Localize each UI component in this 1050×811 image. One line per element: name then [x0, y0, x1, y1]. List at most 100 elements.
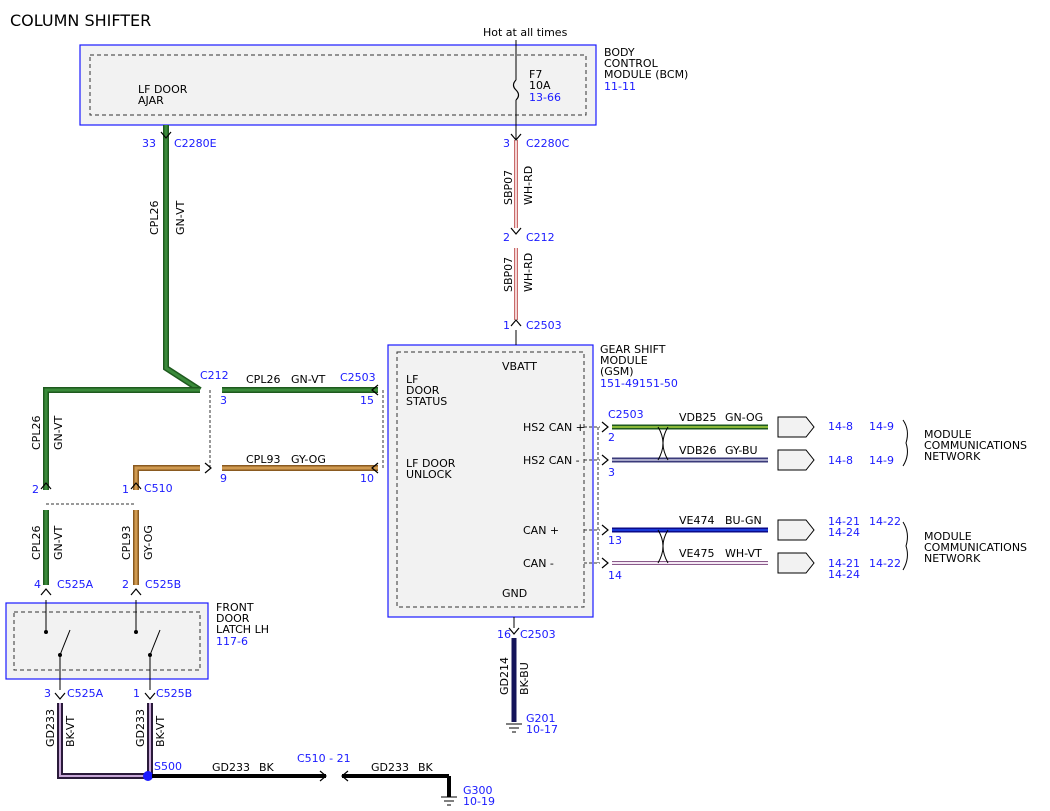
arrow-p3c-down — [54, 692, 66, 700]
arrow-p2d — [601, 421, 609, 433]
gsm-lf-door-unlock-1: LF DOOR — [406, 457, 456, 470]
network-label-1b: COMMUNICATIONS — [924, 439, 1027, 452]
wire-ve474-label: VE474 — [679, 514, 714, 527]
arrow-c212-b — [510, 227, 522, 235]
wire-gybu-label: GY-BU — [725, 444, 758, 457]
wire-gnog-label: GN-OG — [725, 411, 763, 424]
wire-cpl93-label-1: CPL93 — [246, 453, 280, 466]
conn-c525a-1: C525A — [57, 578, 94, 591]
arrow-c510-21b — [341, 770, 349, 782]
arrow-p15 — [371, 384, 379, 396]
network-label-1a: MODULE — [924, 428, 972, 441]
pin-1-c2503: 1 — [503, 319, 510, 332]
latch-box — [5, 602, 209, 680]
ref-14-9-a: 14-9 — [869, 420, 894, 433]
ref-14-24-b: 14-24 — [828, 568, 860, 581]
wire-cpl26-label-4: CPL26 — [30, 526, 43, 560]
conn-c2503-b: C2503 — [526, 319, 562, 332]
wire-vdb26-label: VDB26 — [679, 444, 717, 457]
arrow-p2c-up — [130, 588, 142, 596]
pin-9: 9 — [220, 472, 227, 485]
ref-14-21-b: 14-21 — [828, 557, 860, 570]
wire-cpl26-upper-outline — [163, 125, 202, 393]
arrow-p4-up — [40, 588, 52, 596]
conn-c510: C510 — [144, 482, 173, 495]
gsm-hs2-can-minus: HS2 CAN - — [523, 454, 580, 467]
conn-c2280e: C2280E — [174, 137, 217, 150]
wire-vdb25-label: VDB25 — [679, 411, 717, 424]
gsm-hs2-can-plus: HS2 CAN + — [523, 421, 585, 434]
wire-gnvt-label-2: GN-VT — [291, 373, 326, 386]
wire-bk-label-2: BK — [418, 761, 434, 774]
wire-gd233-label-3: GD233 — [212, 761, 250, 774]
conn-c2503-a: C2503 — [340, 371, 376, 384]
conn-c2503-c: C2503 — [608, 408, 644, 421]
ground-g300-label: G300 — [463, 784, 493, 797]
fuse-ref: 13-66 — [529, 91, 561, 104]
pin-3-hs2: 3 — [608, 466, 615, 479]
hs2-plus-arrow — [777, 416, 815, 438]
wire-whrd-label-2: WH-RD — [522, 253, 535, 292]
conn-c510-21: C510 - 21 — [297, 752, 351, 765]
conn-c2280c: C2280C — [526, 137, 570, 150]
wire-bugn-label: BU-GN — [725, 514, 762, 527]
latch-name-1: FRONT — [216, 601, 254, 614]
wire-gyog-label-2: GY-OG — [142, 525, 155, 560]
gsm-gnd: GND — [502, 587, 527, 600]
conn-c212-a: C212 — [200, 369, 229, 382]
gsm-name-3: (GSM) — [600, 365, 634, 378]
network-label-2b: COMMUNICATIONS — [924, 541, 1027, 554]
wire-sbp07-label-2: SBP07 — [502, 257, 515, 292]
wire-whrd-label-1: WH-RD — [522, 166, 535, 205]
hot-at-all-times-label: Hot at all times — [483, 26, 568, 39]
pin-1-c510: 1 — [122, 483, 129, 496]
arrow-p10 — [371, 462, 379, 474]
arrow-c2503-d — [508, 627, 520, 635]
pin-2-hs2: 2 — [608, 431, 615, 444]
network-brace-2 — [902, 521, 908, 571]
arrow-p14 — [601, 557, 609, 569]
ref-14-9-b: 14-9 — [869, 454, 894, 467]
latch-switch-a — [59, 629, 71, 656]
fuse-rating: 10A — [529, 79, 551, 92]
wire-gnvt-label-1: GN-VT — [174, 200, 187, 235]
network-brace-1 — [902, 419, 908, 467]
ref-14-24-a: 14-24 — [828, 526, 860, 539]
network-label-2c: NETWORK — [924, 552, 981, 565]
can-plus-arrow — [777, 519, 815, 541]
bcm-inner-box — [89, 54, 587, 116]
wire-bkbu-label: BK-BU — [518, 662, 531, 695]
wire-bkvt-label-2: BK-VT — [154, 716, 167, 747]
gsm-name-1: GEAR SHIFT — [600, 343, 666, 356]
conn-c525b-1: C525B — [145, 578, 181, 591]
wire-gd214-label: GD214 — [498, 657, 511, 695]
latch-inner-box — [13, 611, 201, 671]
ref-14-21-a: 14-21 — [828, 515, 860, 528]
bcm-name-3: MODULE (BCM) — [604, 68, 688, 81]
arrow-p13 — [601, 524, 609, 536]
bcm-name-1: BODY — [604, 46, 635, 59]
ref-14-22-a: 14-22 — [869, 515, 901, 528]
ref-14-8-b: 14-8 — [828, 454, 853, 467]
fuse-name: F7 — [529, 68, 542, 81]
wire-cpl26-label-2: CPL26 — [246, 373, 280, 386]
gsm-name-2: MODULE — [600, 354, 648, 367]
wire-cpl93-label-2: CPL93 — [120, 526, 133, 560]
latch-contact-a — [44, 630, 48, 634]
wire-gd233-label-1: GD233 — [44, 709, 57, 747]
arrow-c2503-b — [510, 319, 522, 327]
wire-gnvt-label-4: GN-VT — [52, 525, 65, 560]
pin-2-c525b: 2 — [122, 578, 129, 591]
conn-c525b-2: C525B — [156, 687, 192, 700]
hs2-minus-arrow — [777, 449, 815, 471]
wire-sbp07-label-1: SBP07 — [502, 170, 515, 205]
diagram-title: COLUMN SHIFTER — [10, 11, 151, 30]
arrow-p1c-down — [144, 692, 156, 700]
pin-3-c212: 3 — [220, 394, 227, 407]
ground-g201-label: G201 — [526, 712, 556, 725]
wire-cpl26-label-3: CPL26 — [30, 416, 43, 450]
pin-15: 15 — [360, 394, 374, 407]
gsm-can-plus: CAN + — [523, 524, 559, 537]
latch-switch-b — [149, 629, 161, 656]
